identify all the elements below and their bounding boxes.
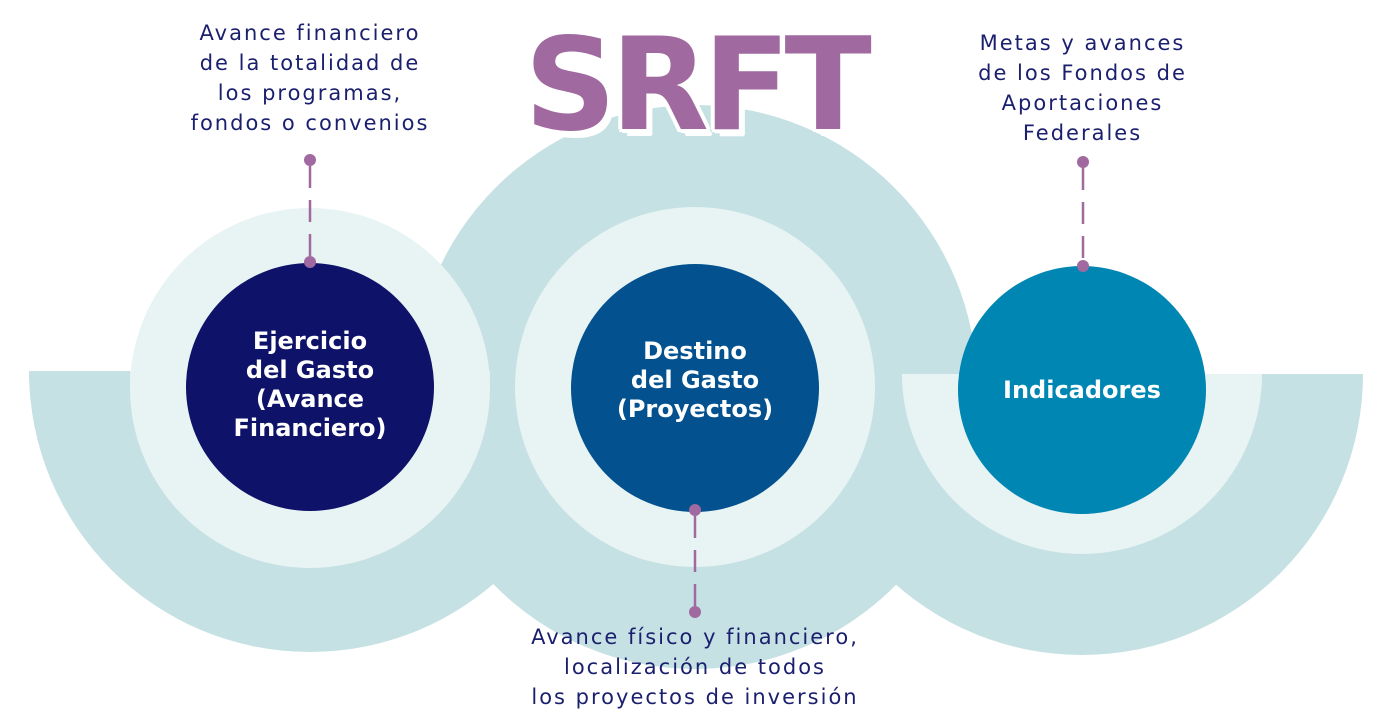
connector-dot-bottom — [304, 256, 316, 268]
node-label-indicadores[interactable]: Indicadores — [1003, 375, 1161, 404]
connector-dot-bottom — [1077, 260, 1089, 272]
connector-dot-top — [689, 504, 701, 516]
node-circle-indicadores[interactable] — [958, 266, 1206, 514]
connector-dot-top — [304, 154, 316, 166]
connector-destino — [689, 504, 701, 618]
description-ejercicio: Avance financiero de la totalidad de los… — [190, 21, 430, 135]
connector-ejercicio — [304, 154, 316, 268]
connector-indicadores — [1077, 156, 1089, 272]
node-circle-destino[interactable] — [571, 264, 819, 512]
node-label-ejercicio[interactable]: Ejercicio del Gasto (Avance Financiero) — [233, 327, 387, 442]
node-circle-ejercicio[interactable] — [186, 263, 434, 511]
page-title: SRFT — [524, 11, 872, 160]
description-destino: Avance físico y financiero, localización… — [531, 625, 859, 709]
description-indicadores: Metas y avances de los Fondos de Aportac… — [978, 31, 1187, 145]
connector-dot-bottom — [689, 606, 701, 618]
connector-dot-top — [1077, 156, 1089, 168]
node-label-destino[interactable]: Destino del Gasto (Proyectos) — [616, 336, 774, 423]
